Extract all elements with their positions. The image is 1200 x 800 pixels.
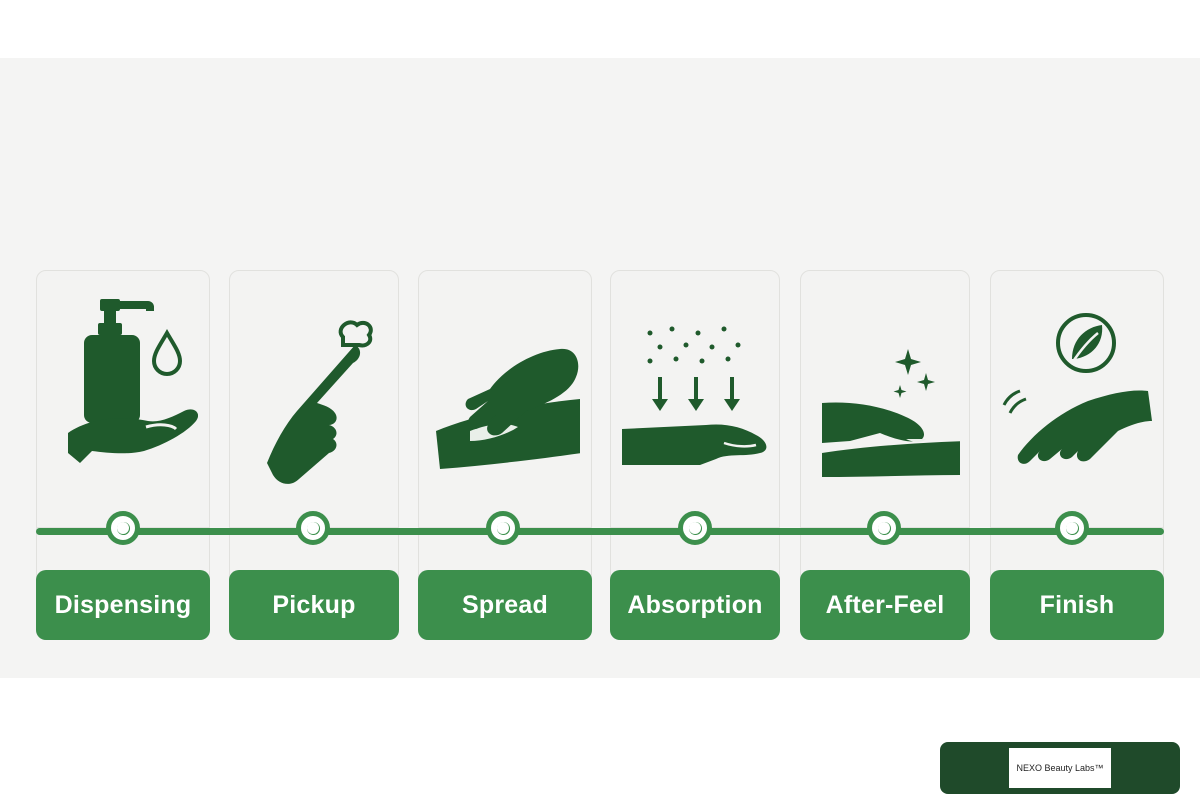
step-card-after-feel: After-Feel <box>800 270 970 640</box>
timeline-node-spread <box>486 511 520 545</box>
timeline-node-dot <box>1065 521 1079 535</box>
step-label-text: After-Feel <box>825 590 945 619</box>
step-card-top <box>37 271 209 528</box>
step-label-text: Dispensing <box>54 590 192 619</box>
timeline-node-dot <box>496 521 510 535</box>
brand-logo-box: NEXO Beauty Labs™ <box>1009 748 1111 788</box>
step-card-top <box>419 271 591 528</box>
step-label-text: Pickup <box>272 590 356 619</box>
timeline-node-dot <box>877 521 891 535</box>
finger-cream-icon <box>239 293 389 493</box>
timeline-node-after-feel <box>867 511 901 545</box>
brand-name: NEXO Beauty Labs™ <box>1016 763 1104 773</box>
hand-spreading-icon <box>430 293 580 493</box>
timeline-node-dot <box>116 521 130 535</box>
leaf-hand-icon <box>1002 293 1152 493</box>
step-label-finish: Finish <box>990 570 1164 640</box>
timeline-node-dot <box>306 521 320 535</box>
step-label-spread: Spread <box>418 570 592 640</box>
step-card-top <box>801 271 969 528</box>
step-card-absorption: Absorption <box>610 270 780 640</box>
step-label-pickup: Pickup <box>229 570 399 640</box>
step-card-finish: Finish <box>990 270 1164 640</box>
step-label-dispensing: Dispensing <box>36 570 210 640</box>
step-card-spread: Spread <box>418 270 592 640</box>
timeline-node-finish <box>1055 511 1089 545</box>
brand-logo: NEXO Beauty Labs™ <box>940 742 1180 794</box>
timeline-node-absorption <box>678 511 712 545</box>
step-label-text: Finish <box>1039 590 1115 619</box>
timeline-node-pickup <box>296 511 330 545</box>
step-card-top <box>991 271 1163 528</box>
step-card-dispensing: Dispensing <box>36 270 210 640</box>
step-label-absorption: Absorption <box>610 570 780 640</box>
step-label-after-feel: After-Feel <box>800 570 970 640</box>
process-timeline <box>36 528 1164 535</box>
step-card-pickup: Pickup <box>229 270 399 640</box>
step-card-top <box>611 271 779 528</box>
step-label-text: Absorption <box>627 590 763 619</box>
pump-bottle-hand-icon <box>48 293 198 493</box>
timeline-node-dot <box>688 521 702 535</box>
timeline-node-dispensing <box>106 511 140 545</box>
absorption-arrows-icon <box>620 293 770 493</box>
hand-sparkle-icon <box>810 293 960 493</box>
step-label-text: Spread <box>462 590 548 619</box>
step-card-top <box>230 271 398 528</box>
